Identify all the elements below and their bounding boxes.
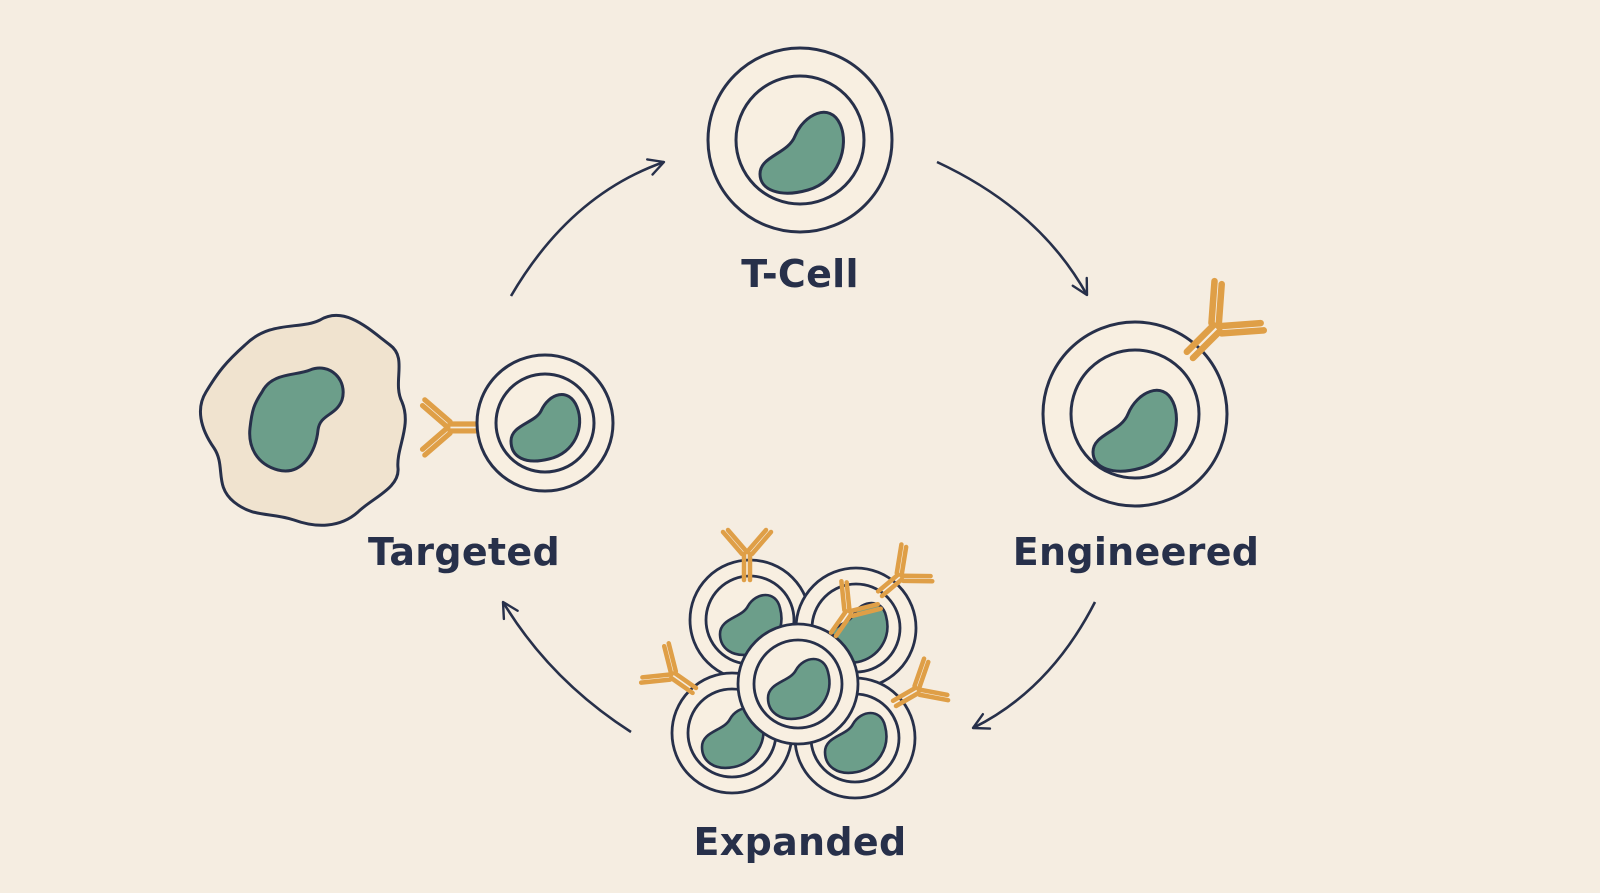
arrow-engineered-to-expanded: [971, 601, 1097, 730]
expanded-cell-cluster: [640, 530, 950, 800]
t-cell-illustration: [706, 46, 894, 234]
stage-label-t-cell: T-Cell: [741, 252, 859, 296]
arrow-expanded-to-targeted: [501, 600, 632, 734]
arrow-targeted-to-tcell: [509, 158, 666, 297]
stage-label-targeted: Targeted: [368, 530, 560, 574]
targeted-t-cell-illustration: [475, 353, 615, 493]
stage-label-expanded: Expanded: [693, 820, 907, 864]
engineered-cell-illustration: [1041, 320, 1229, 508]
stage-label-engineered: Engineered: [1012, 530, 1260, 574]
arrow-tcell-to-engineered: [936, 160, 1089, 297]
tumor-cell-illustration: [198, 313, 407, 527]
targeted-car-receptor-binding: [423, 400, 481, 455]
